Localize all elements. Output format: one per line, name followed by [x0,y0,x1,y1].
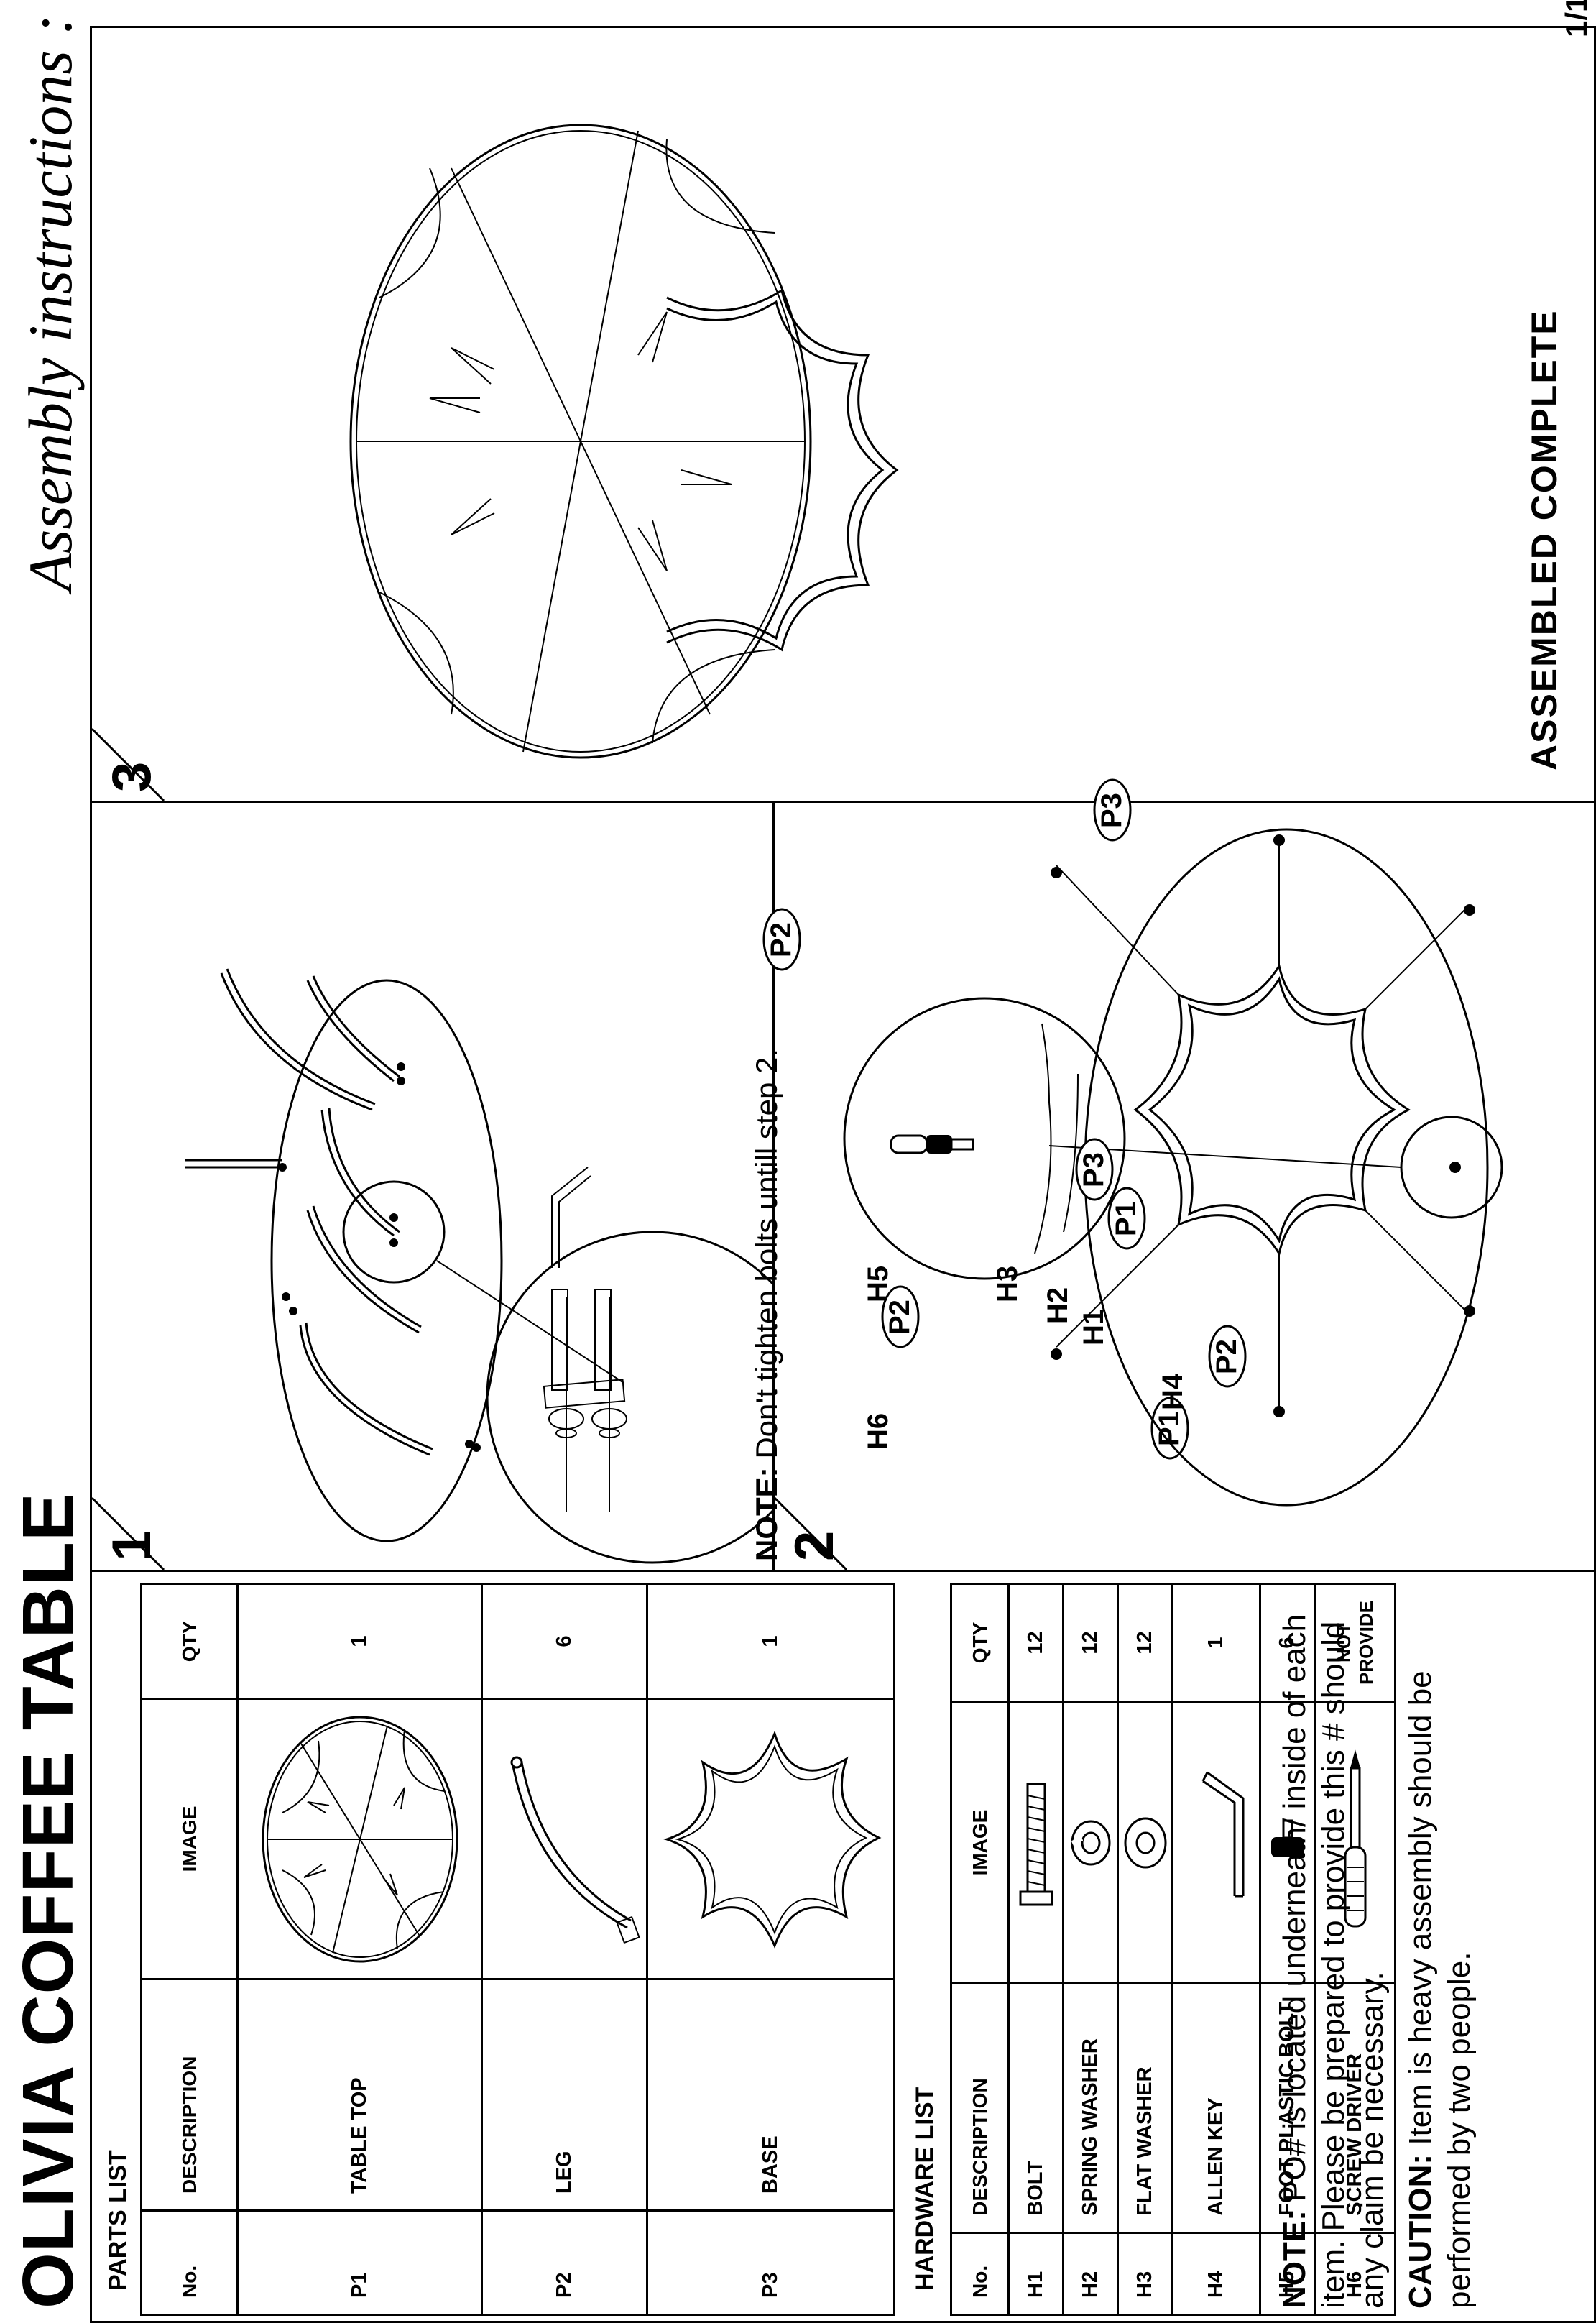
hardware-description: ALLEN KEY [1172,1983,1260,2233]
hardware-image-foot-plastic-bolt [1260,1701,1315,1984]
hardware-image-screw-driver [1314,1701,1396,1984]
table-row: P2 LEG 6 [481,1583,647,2315]
step2-callout-p3: P3 [1074,1137,1118,1202]
part-image-base [647,1698,895,1979]
po-note: NOTE: PO# is located underneath/ inside … [1276,1583,1392,2309]
step1-badge [92,1496,165,1570]
step2-note-label: NOTE: [749,1467,783,1561]
table-row: H1 BOLT 12 [1008,1583,1064,2315]
hardware-col-image: IMAGE [951,1701,1009,1984]
parts-col-description: DESCRIPTION [141,1979,238,2211]
part-qty: 1 [237,1583,482,1699]
step1-diagram [185,968,772,1564]
parts-list-heading: PARTS LIST [104,2150,132,2291]
hardware-qty: 1 [1172,1583,1260,1702]
caution-label: CAUTION: [1403,2153,1438,2309]
hardware-image-spring-washer [1063,1701,1118,1984]
part-image-table-top [237,1698,482,1979]
step3-badge [92,727,165,801]
hardware-no: H2 [1063,2232,1118,2315]
step2-callout-p3-main: P3 [1092,778,1136,842]
hardware-no: H4 [1172,2232,1260,2315]
table-row: H2 SPRING WASHER 12 [1063,1583,1118,2315]
step2-badge [775,1496,848,1570]
hardware-qty: 12 [1008,1583,1064,1702]
note-label: NOTE: [1277,2210,1312,2309]
document-title: OLIVIA COFFEE TABLE [8,1492,88,2309]
table-row: P3 BASE 1 [647,1583,895,2315]
page-number: 1/1 [1559,0,1593,37]
part-no: P1 [237,2210,482,2315]
document-subtitle: Assembly instructions : [16,14,85,592]
hardware-image-flat-washer [1117,1701,1173,1984]
step2-label-h5: H5 [862,1265,894,1302]
hardware-no: H1 [1008,2232,1064,2315]
assembled-complete-caption: ASSEMBLED COMPLETE [1524,309,1564,770]
step1-callout-p1: P1 [1107,1186,1150,1251]
table-row: H3 FLAT WASHER 12 [1117,1583,1173,2315]
part-qty: 1 [647,1583,895,1699]
step3-assembled-table [349,124,899,759]
hardware-image-allen-key [1172,1701,1260,1984]
step2-note-text: Don't tighten bolts untill step 2. [749,1048,783,1468]
step1-callout-p2-detail: P2 [1207,1324,1251,1389]
parts-col-no: No. [141,2210,238,2315]
table-row: P1 TABLE TOP [237,1583,482,2315]
parts-col-image: IMAGE [141,1698,238,1979]
hardware-col-qty: QTY [951,1583,1009,1702]
hardware-list-table: No. DESCRIPTION IMAGE QTY H1 BOLT 12 H2 … [950,1583,1396,2316]
hardware-qty: 12 [1117,1583,1173,1702]
table-row: H4 ALLEN KEY 1 [1172,1583,1260,2315]
hardware-description: BOLT [1008,1983,1064,2233]
hardware-col-no: No. [951,2232,1009,2315]
step1-callout-p1-detail: P1 [1150,1396,1194,1460]
step2-diagram [843,828,1503,1506]
part-no: P2 [481,2210,647,2315]
part-image-leg [481,1698,647,1979]
hardware-list-heading: HARDWARE LIST [911,2087,938,2291]
part-description: LEG [481,1979,647,2211]
part-description: TABLE TOP [237,1979,482,2211]
note-text: PO# is located underneath/ inside of eac… [1277,1614,1390,2309]
hardware-col-description: DESCRIPTION [951,1983,1009,2233]
hardware-no: H3 [1117,2232,1173,2315]
hardware-description: SPRING WASHER [1063,1983,1118,2233]
parts-col-qty: QTY [141,1583,238,1699]
part-description: BASE [647,1979,895,2211]
step2-label-h6: H6 [862,1412,894,1450]
step2-note: NOTE: Don't tighten bolts untill step 2. [747,1049,786,1561]
hardware-qty: 12 [1063,1583,1118,1702]
parts-list-table: No. DESCRIPTION IMAGE QTY P1 TABLE TOP [140,1583,895,2316]
part-no: P3 [647,2210,895,2315]
table-row: H5 FOOT PLASTIC BOLT 6 [1260,1583,1315,2315]
step2-callout-p2: P2 [880,1284,924,1349]
part-qty: 6 [481,1583,647,1699]
column-divider [90,1570,1596,1572]
step1-callout-p2: P2 [762,907,806,972]
table-row: H6 SCREW DRIVER NOT PROVIDE [1314,1583,1396,2315]
caution-note: CAUTION: Item is heavy assembly should b… [1401,1583,1479,2309]
hardware-description: FLAT WASHER [1117,1983,1173,2233]
hardware-image-bolt [1008,1701,1064,1984]
